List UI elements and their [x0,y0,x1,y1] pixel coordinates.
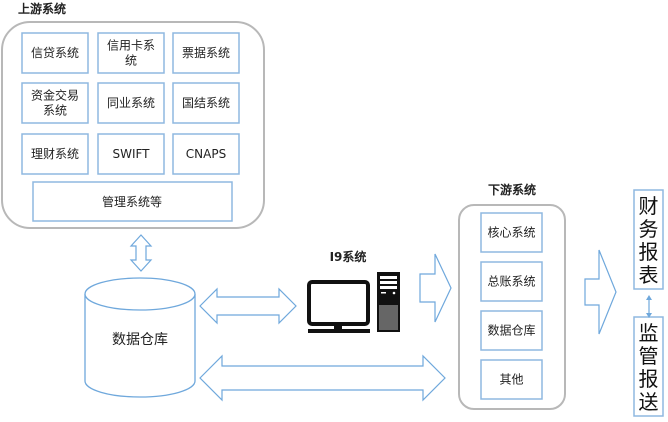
downstream-item [480,310,543,351]
financial-report-box [633,189,664,290]
downstream-item-label: 总账系统 [487,275,535,289]
output-label-char: 送 [639,390,659,414]
output-label-char: 务 [639,217,659,241]
output-label-char: 报 [639,367,659,391]
regulatory-report-box [633,316,664,417]
downstream-item-label: 核心系统 [487,226,535,240]
upstream-item [21,133,89,175]
output-link-arrowhead-up [646,295,652,300]
downstream-group [458,204,566,410]
upstream-item [172,133,240,175]
vertical-double-arrow [129,234,153,272]
upstream-item-label: 资金交易 [31,88,79,103]
upstream-item-label: SWIFT [112,147,150,161]
upstream-item-label: 统 [125,54,137,68]
downstream-item [480,212,543,253]
downstream-item [480,261,543,302]
upstream-item-management [32,181,233,222]
downstream-output-arrow [584,249,617,335]
i9-downstream-arrow [419,253,452,323]
downstream-item-label: 数据仓库 [487,323,535,338]
output-label-char: 表 [639,263,659,287]
data-warehouse-cylinder [84,277,196,398]
upstream-item [97,32,165,74]
upstream-item [21,32,89,74]
upstream-item-label: 国结系统 [182,96,230,110]
output-label-char: 管 [639,344,659,368]
output-label-char: 财 [639,194,659,218]
upstream-item-label: 同业系统 [107,96,155,110]
computer-icon [307,272,400,333]
upstream-item [172,82,240,124]
warehouse-downstream-double-arrow [199,354,446,402]
upstream-footer-label: 管理系统等 [102,194,162,209]
upstream-item-label: 信贷系统 [31,46,79,60]
warehouse-i9-double-arrow [199,287,297,325]
upstream-item-label: 票据系统 [182,46,230,60]
upstream-title: 上游系统 [18,1,66,16]
upstream-item-label: 理财系统 [31,147,79,161]
upstream-item-label: 系统 [43,104,67,118]
upstream-item-label: CNAPS [186,147,226,161]
upstream-item [97,133,165,175]
downstream-item-label: 其他 [499,373,523,387]
i9-title: I9系统 [330,249,367,264]
downstream-title: 下游系统 [488,182,536,197]
upstream-item [97,82,165,124]
upstream-item [21,82,89,124]
output-label-char: 报 [639,240,659,264]
output-link-arrowhead-down [646,313,652,318]
upstream-item [172,32,240,74]
upstream-item-label: 信用卡系 [107,39,155,53]
output-label-char: 监 [639,321,659,345]
data-warehouse-label: 数据仓库 [112,332,168,348]
downstream-item [480,359,543,400]
